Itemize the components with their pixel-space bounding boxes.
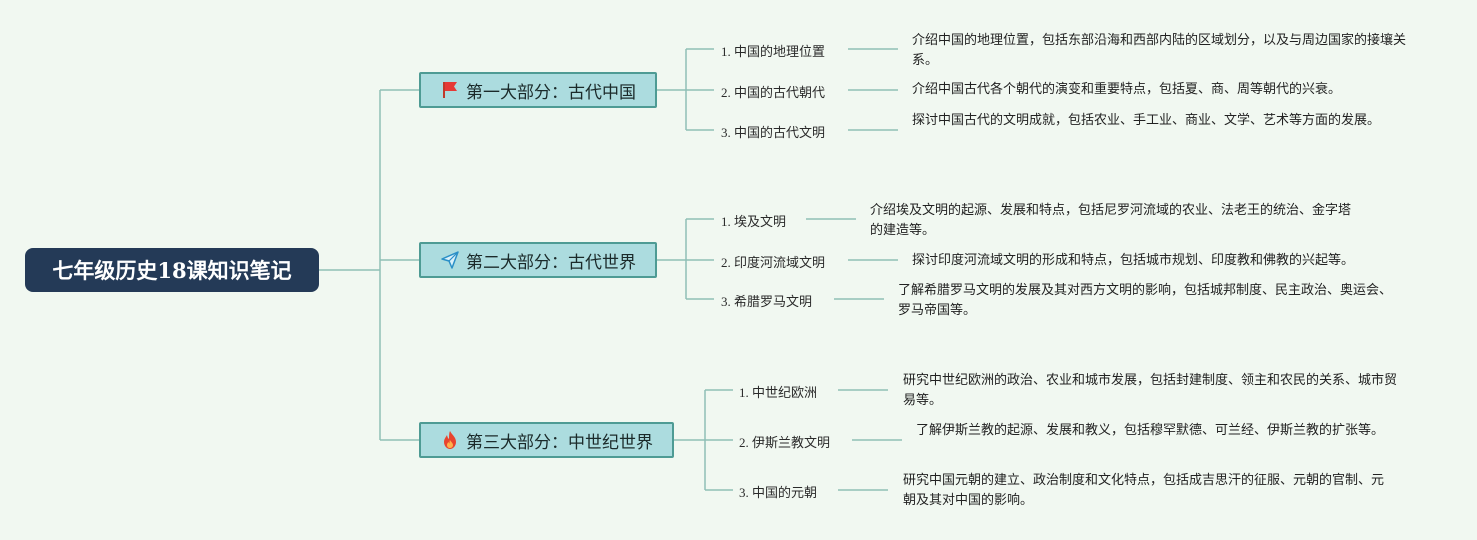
topic-item[interactable]: 2. 中国的古代朝代 <box>721 85 826 100</box>
section-label: 第二大部分：古代世界 <box>466 252 636 273</box>
topic-description: 介绍中国古代各个朝代的演变和重要特点，包括夏、商、周等朝代的兴衰。 <box>912 82 1342 97</box>
topic-description: 了解希腊罗马文明的发展及其对西方文明的影响，包括城邦制度、民主政治、奥运会、罗马… <box>898 283 1393 318</box>
topic-item[interactable]: 3. 中国的古代文明 <box>721 125 826 140</box>
root-title: 七年级历史18课知识笔记 <box>52 258 292 283</box>
section-medieval-world[interactable]: 第三大部分：中世纪世界 <box>419 422 674 458</box>
section-label: 第一大部分：古代中国 <box>466 82 636 103</box>
root-node[interactable]: 七年级历史18课知识笔记 <box>25 248 319 292</box>
topic-item[interactable]: 3. 中国的元朝 <box>739 485 818 500</box>
topic-item[interactable]: 2. 印度河流域文明 <box>721 255 826 270</box>
section-ancient-china[interactable]: 第一大部分：古代中国 <box>419 72 657 108</box>
topic-description: 了解伊斯兰教的起源、发展和教义，包括穆罕默德、可兰经、伊斯兰教的扩张等。 <box>916 423 1385 438</box>
topic-description: 研究中世纪欧洲的政治、农业和城市发展，包括封建制度、领主和农民的关系、城市贸易等… <box>903 373 1398 408</box>
topic-item[interactable]: 1. 中世纪欧洲 <box>739 385 818 400</box>
topic-item[interactable]: 2. 伊斯兰教文明 <box>739 435 831 450</box>
topic-description: 探讨中国古代的文明成就，包括农业、手工业、商业、文学、艺术等方面的发展。 <box>912 113 1381 128</box>
fire-icon <box>440 430 460 450</box>
topic-item[interactable]: 1. 埃及文明 <box>721 214 787 229</box>
topic-item[interactable]: 3. 希腊罗马文明 <box>721 294 813 309</box>
section-label: 第三大部分：中世纪世界 <box>466 432 653 453</box>
red-flag-icon <box>440 80 460 100</box>
topic-description: 介绍中国的地理位置，包括东部沿海和西部内陆的区域划分，以及与周边国家的接壤关系。 <box>912 33 1407 68</box>
paper-plane-icon <box>440 250 460 270</box>
topic-description: 探讨印度河流域文明的形成和特点，包括城市规划、印度教和佛教的兴起等。 <box>912 253 1355 268</box>
topic-item[interactable]: 1. 中国的地理位置 <box>721 44 826 59</box>
topic-description: 研究中国元朝的建立、政治制度和文化特点，包括成吉思汗的征服、元朝的官制、元朝及其… <box>903 473 1385 508</box>
topic-description: 介绍埃及文明的起源、发展和特点，包括尼罗河流域的农业、法老王的统治、金字塔的建造… <box>870 203 1352 238</box>
section-ancient-world[interactable]: 第二大部分：古代世界 <box>419 242 657 278</box>
